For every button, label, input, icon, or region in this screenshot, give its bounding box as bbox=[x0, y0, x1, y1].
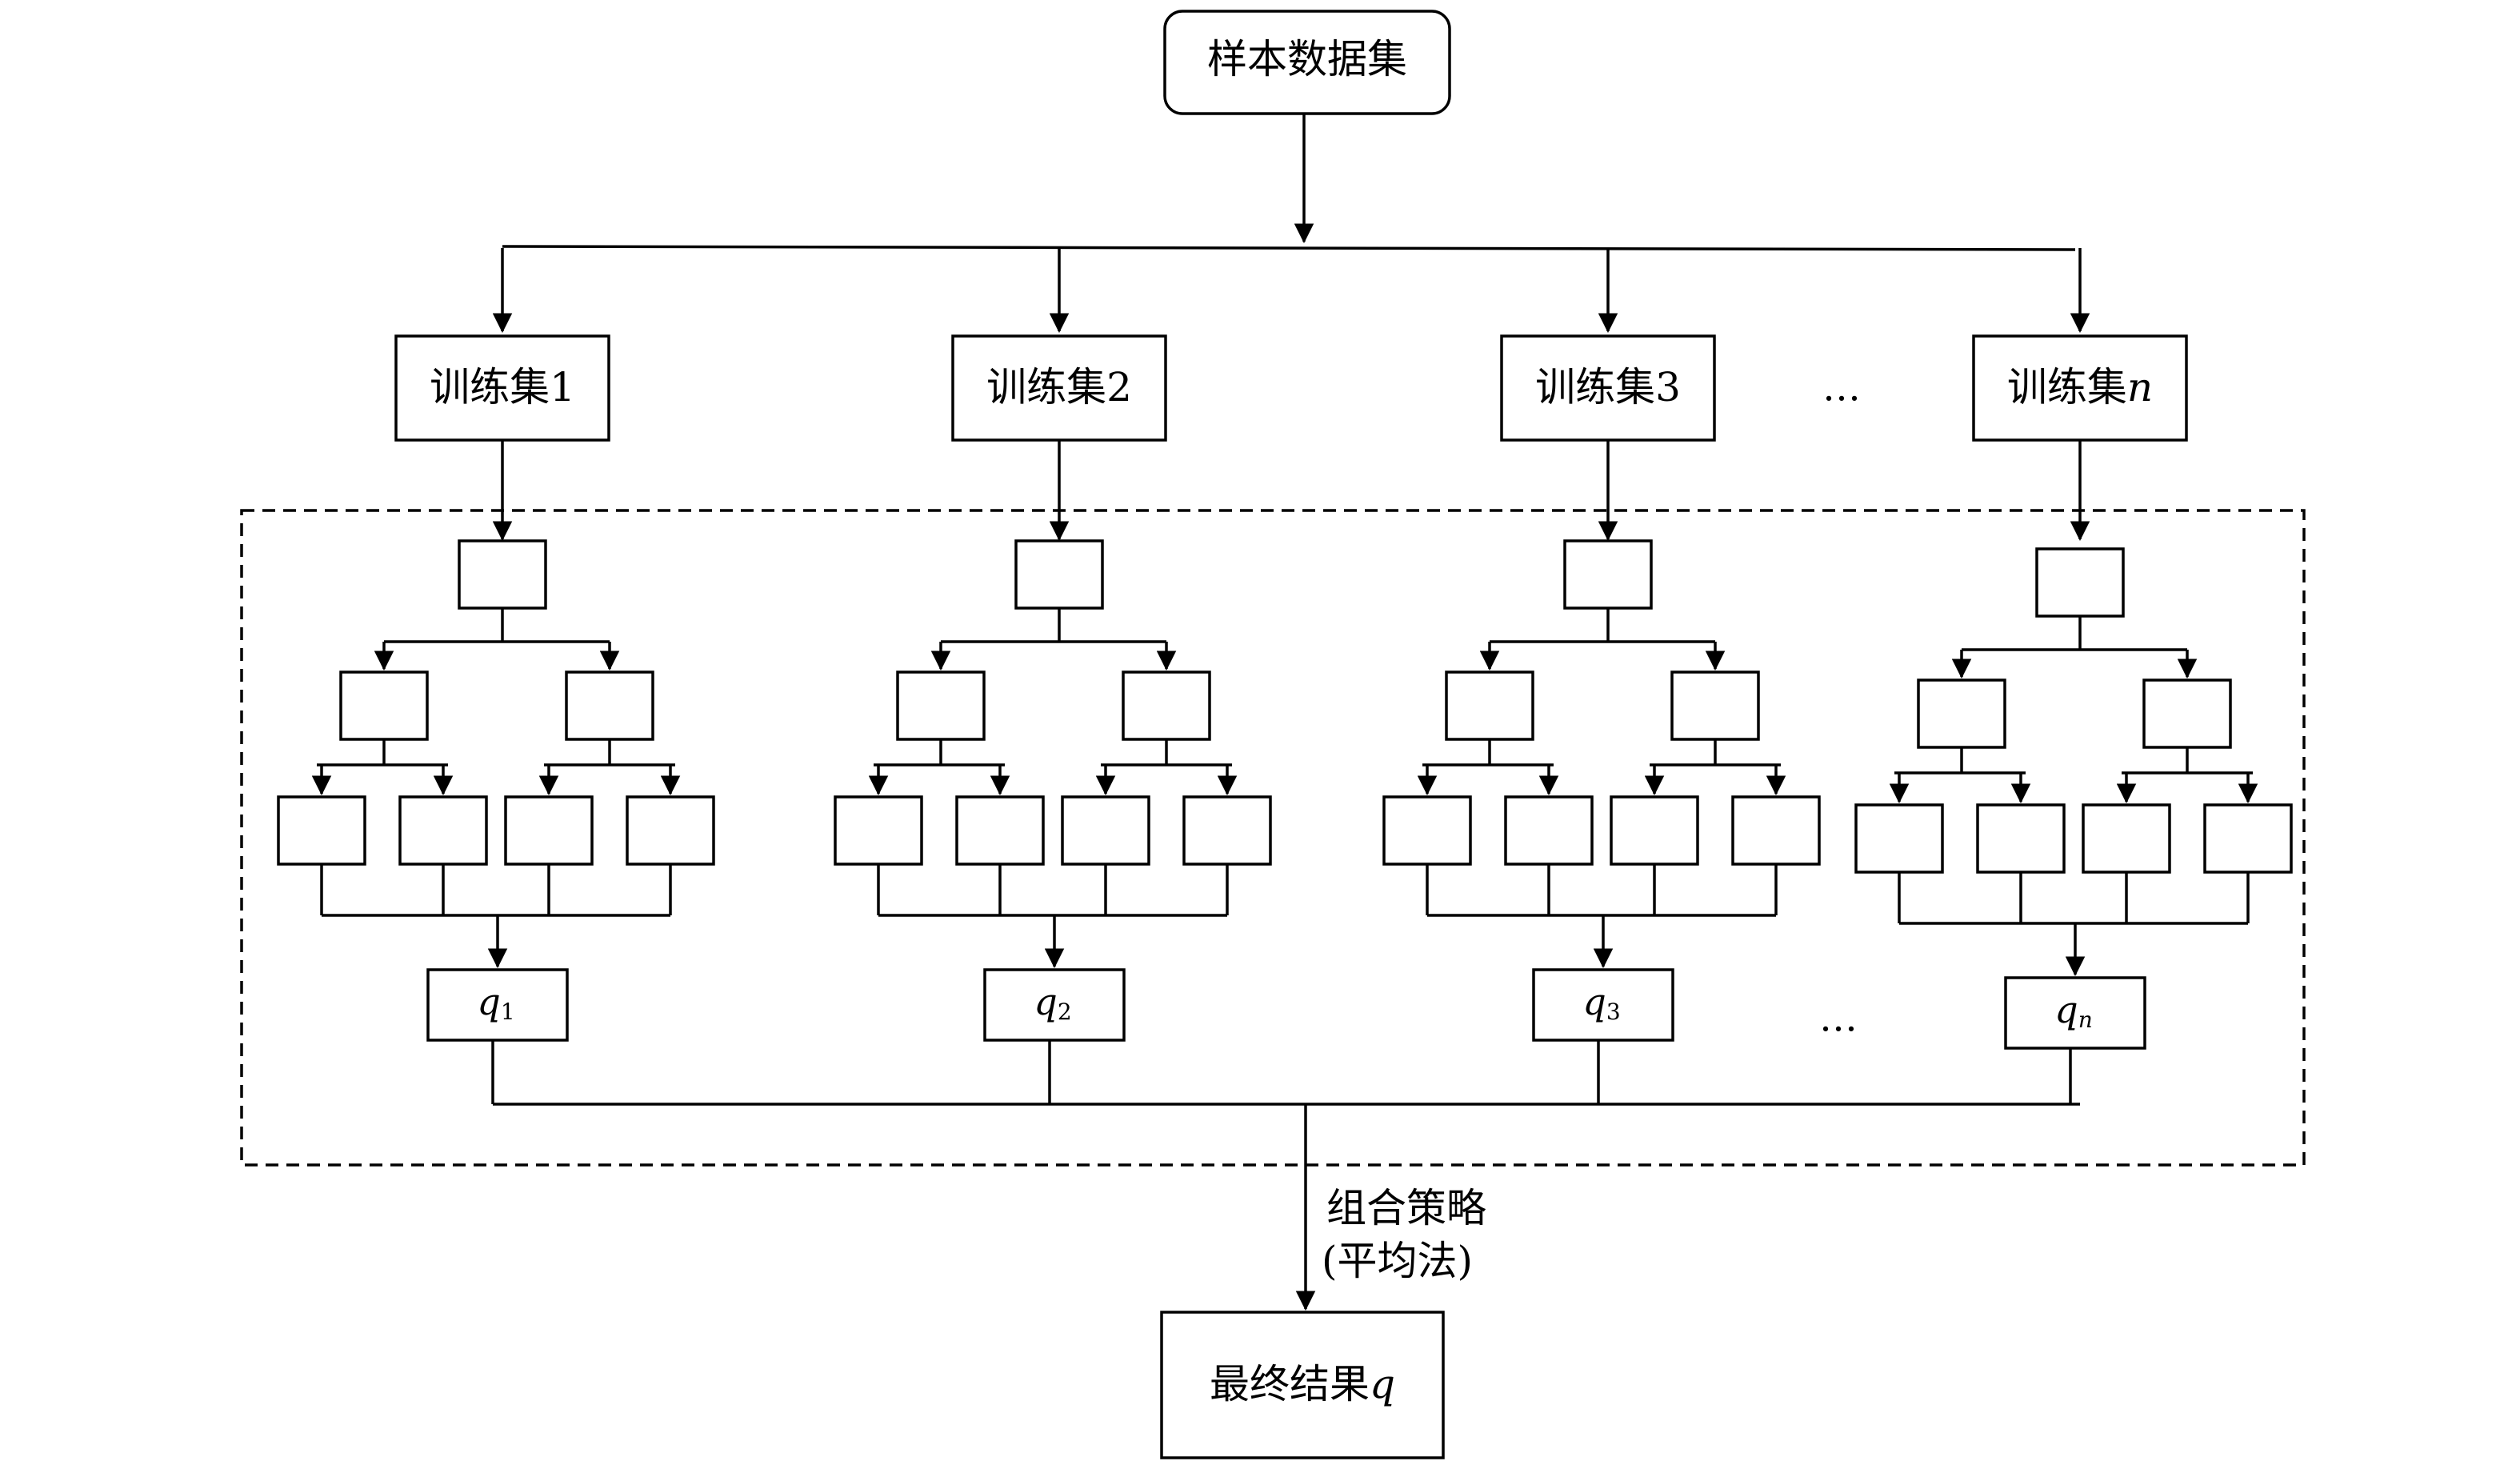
tree-2-leaf-1-node bbox=[834, 795, 923, 866]
tree-4-root-node bbox=[2035, 547, 2125, 618]
tree-2-output-label: q2 bbox=[1034, 980, 1071, 1025]
strategy-label-line1: 组合策略 bbox=[1326, 1185, 1486, 1231]
tree-1-leaf-3-node bbox=[504, 795, 594, 866]
training-set-3-node bbox=[1500, 334, 1716, 442]
tree-2-right-child-node bbox=[1122, 670, 1211, 741]
tree-4-leaf-1-node bbox=[1854, 803, 1944, 874]
tree-2-leaf-4-node bbox=[1182, 795, 1272, 866]
tree-4-leaf-2-node bbox=[1976, 803, 2066, 874]
tree-4-right-child-node bbox=[2142, 678, 2232, 749]
tree-3-leaf-3-node bbox=[1610, 795, 1699, 866]
tree-2-root-node bbox=[1014, 539, 1104, 610]
tree-2-left-child-node bbox=[896, 670, 986, 741]
tree-3-left-child-node bbox=[1445, 670, 1534, 741]
tree-2-leaf-2-node bbox=[955, 795, 1045, 866]
final-result-node bbox=[1160, 1311, 1445, 1459]
tree-1-output-label: q1 bbox=[477, 980, 514, 1025]
tree-2-output-node bbox=[983, 968, 1126, 1042]
tree-2-leaf-3-node bbox=[1061, 795, 1150, 866]
strategy-label-line2: (平均法) bbox=[1322, 1238, 1473, 1284]
training-set-4-label: 训练集n bbox=[2007, 364, 2153, 410]
tree-4-left-child-node bbox=[1917, 678, 2006, 749]
sample-dataset-node bbox=[1163, 10, 1451, 115]
training-set-1-label: 训练集1 bbox=[430, 364, 575, 410]
tree-3-right-child-node bbox=[1670, 670, 1760, 741]
tree-3-leaf-1-node bbox=[1382, 795, 1472, 866]
tree-3-output-label: q3 bbox=[1582, 980, 1620, 1025]
sample-dataset-label: 样本数据集 bbox=[1207, 36, 1407, 82]
tree-1-leaf-2-node bbox=[398, 795, 488, 866]
tree-4-leaf-3-node bbox=[2082, 803, 2171, 874]
tree-3-root-node bbox=[1563, 539, 1653, 610]
ellipsis-training-sets: … bbox=[1822, 366, 1861, 410]
tree-4-leaf-4-node bbox=[2203, 803, 2293, 874]
tree-3-leaf-4-node bbox=[1731, 795, 1821, 866]
tree-3-leaf-2-node bbox=[1504, 795, 1594, 866]
tree-4-output-label: qn bbox=[2054, 988, 2093, 1033]
final-result-label: 最终结果q bbox=[1210, 1361, 1395, 1407]
tree-1-leaf-1-node bbox=[277, 795, 366, 866]
training-set-2-label: 训练集2 bbox=[986, 364, 1132, 410]
forest-dashed-boundary bbox=[240, 509, 2306, 1167]
tree-3-output-node bbox=[1532, 968, 1674, 1042]
tree-1-output-node bbox=[426, 968, 569, 1042]
ellipsis-outputs: … bbox=[1819, 996, 1858, 1041]
training-set-4-node bbox=[1972, 334, 2188, 442]
tree-1-right-child-node bbox=[565, 670, 654, 741]
tree-1-left-child-node bbox=[339, 670, 429, 741]
tree-1-leaf-4-node bbox=[626, 795, 715, 866]
tree-4-output-node bbox=[2004, 976, 2146, 1050]
training-set-3-label: 训练集3 bbox=[1535, 364, 1681, 410]
distribution-bus bbox=[502, 245, 2076, 251]
tree-1-root-node bbox=[458, 539, 547, 610]
